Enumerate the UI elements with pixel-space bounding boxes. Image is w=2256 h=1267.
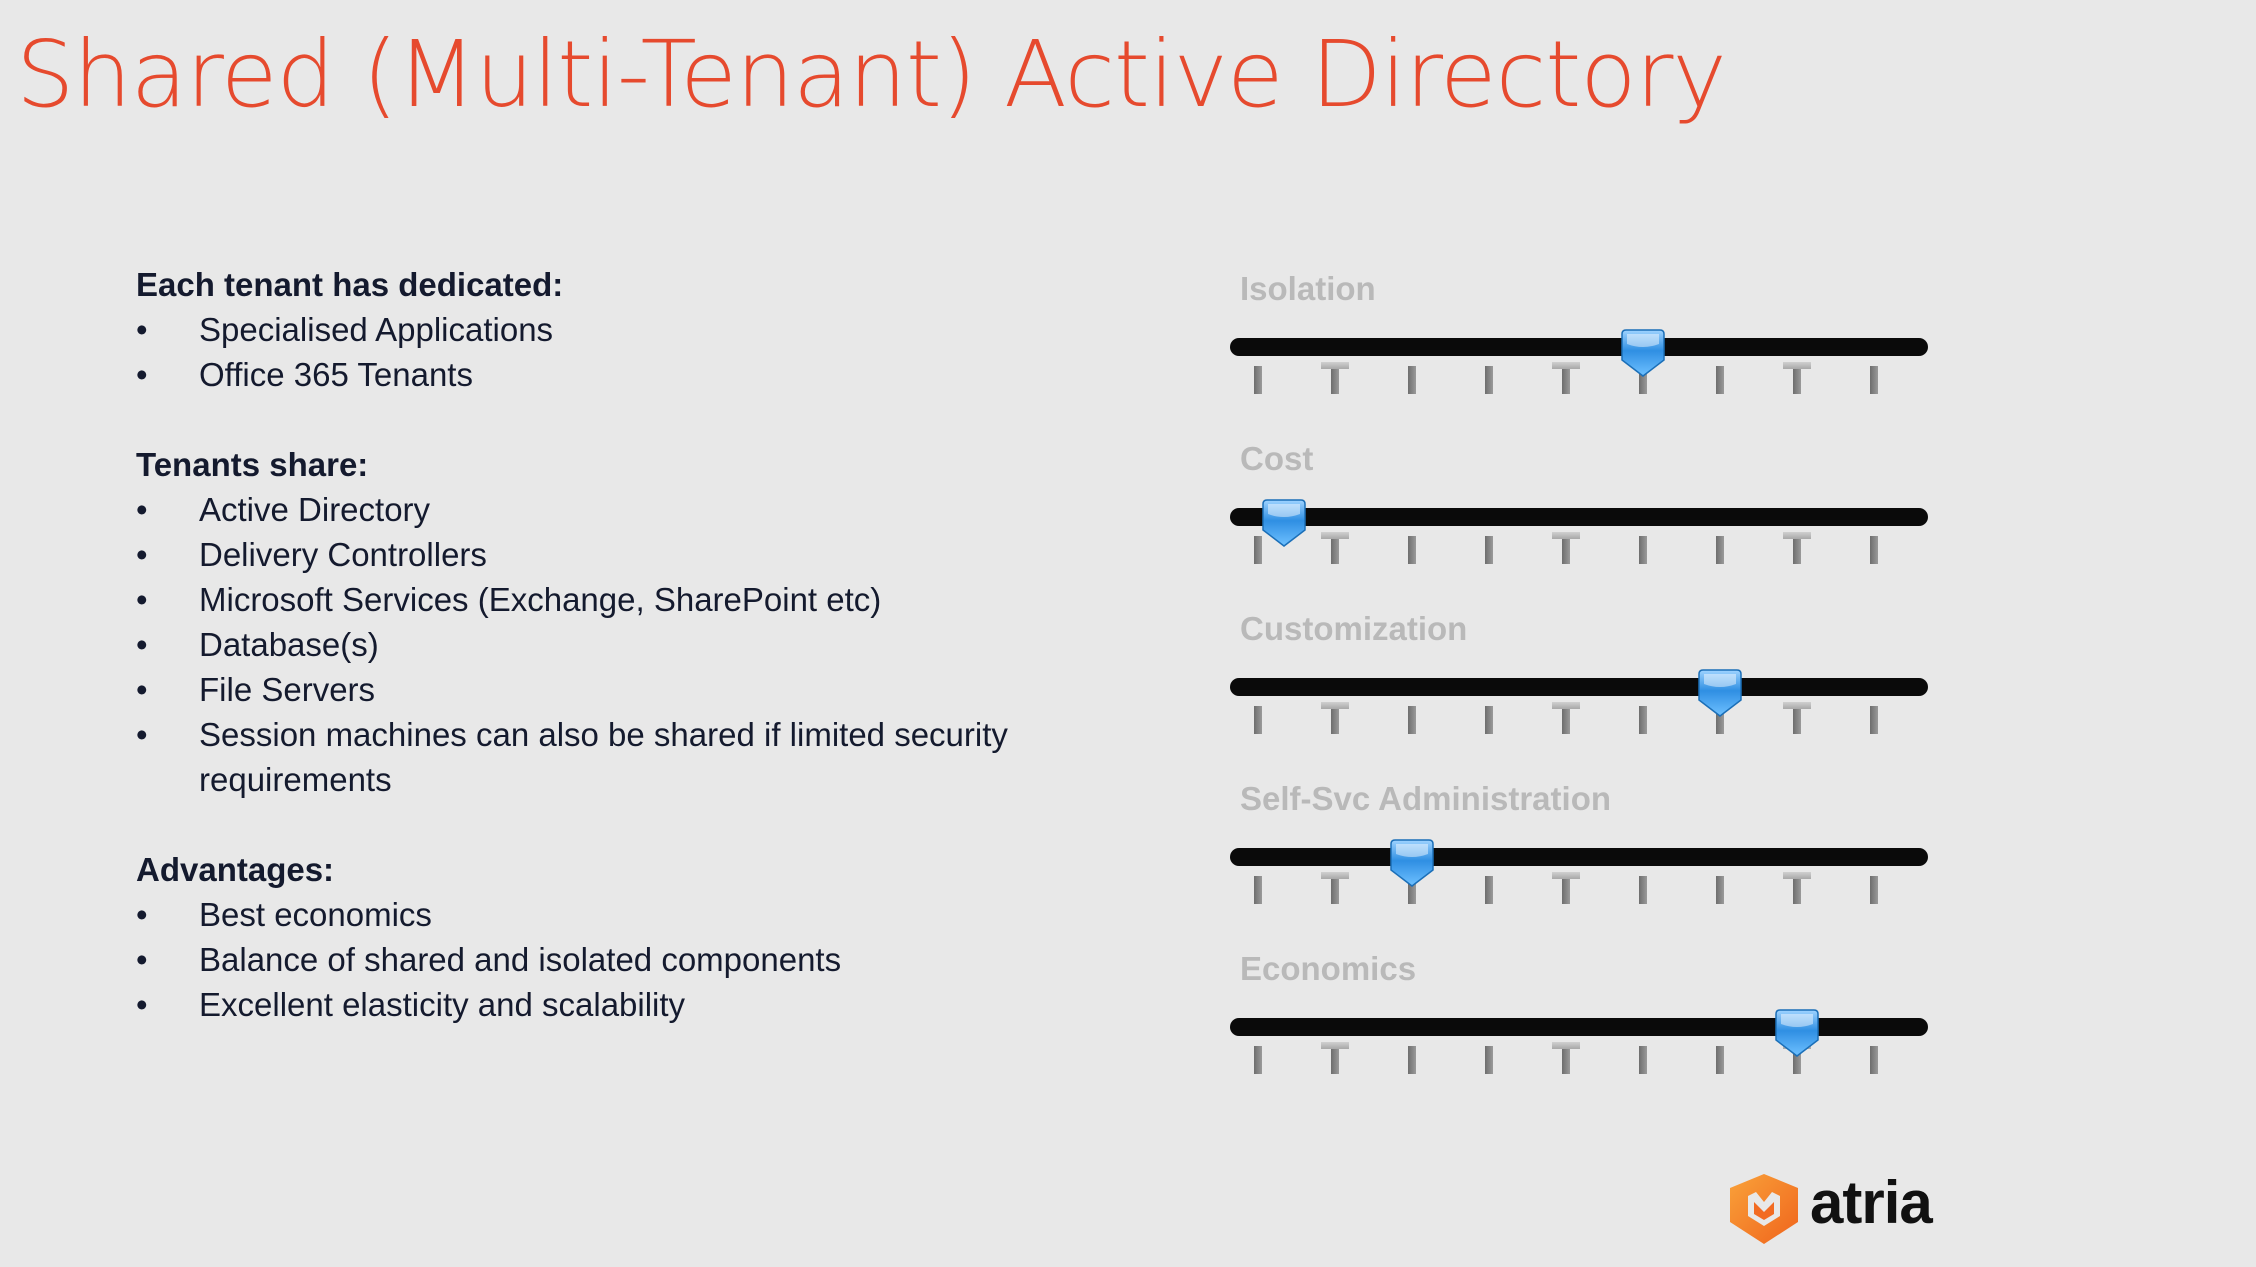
slider-tick	[1870, 876, 1878, 904]
list-item: File Servers	[136, 667, 1096, 712]
slider-tick	[1408, 1046, 1416, 1074]
slider-tick	[1408, 706, 1416, 734]
slider-tick	[1552, 532, 1580, 564]
slider-label: Isolation	[1240, 270, 1376, 307]
slider-tick	[1639, 536, 1647, 564]
atria-shield-icon	[1730, 1174, 1798, 1244]
slider-isolation: Isolation	[1230, 270, 1930, 440]
slider-thumb[interactable]	[1772, 1008, 1822, 1058]
bullet-list: Active Directory Delivery Controllers Mi…	[136, 487, 1096, 802]
list-item: Excellent elasticity and scalability	[136, 982, 1096, 1027]
slider-thumb[interactable]	[1259, 498, 1309, 548]
section-heading: Each tenant has dedicated:	[136, 266, 564, 303]
section-heading: Advantages:	[136, 851, 335, 888]
slider-track[interactable]	[1230, 508, 1928, 526]
slider-tick	[1485, 1046, 1493, 1074]
slider-tick	[1408, 876, 1416, 904]
slider-tick	[1783, 532, 1811, 564]
slider-thumb[interactable]	[1695, 668, 1745, 718]
slider-track[interactable]	[1230, 338, 1928, 356]
slider-tick	[1639, 1046, 1647, 1074]
slider-tick	[1254, 706, 1262, 734]
list-item: Office 365 Tenants	[136, 352, 1096, 397]
slider-label: Self-Svc Administration	[1240, 780, 1612, 817]
list-item: Session machines can also be shared if l…	[136, 712, 1096, 802]
slider-tick	[1870, 536, 1878, 564]
slider-label: Cost	[1240, 440, 1314, 477]
slider-track[interactable]	[1230, 678, 1928, 696]
slider-tick	[1485, 706, 1493, 734]
section-heading: Tenants share:	[136, 446, 369, 483]
logo-text: atria	[1810, 1169, 1933, 1236]
slider-tick	[1485, 536, 1493, 564]
list-item: Balance of shared and isolated component…	[136, 937, 1096, 982]
slider-self-svc-administration: Self-Svc Administration	[1230, 780, 1930, 950]
slider-thumb[interactable]	[1387, 838, 1437, 888]
slider-track[interactable]	[1230, 1018, 1928, 1036]
slider-tick	[1783, 872, 1811, 904]
slider-tick	[1552, 1042, 1580, 1074]
bullet-list: Specialised Applications Office 365 Tena…	[136, 307, 1096, 397]
slider-tick	[1639, 876, 1647, 904]
slider-economics: Economics	[1230, 950, 1930, 1120]
slider-tick	[1716, 876, 1724, 904]
atria-logo: atria	[1728, 1169, 1948, 1248]
slide-title: Shared (Multi-Tenant) Active Directory	[16, 21, 1727, 128]
list-item: Best economics	[136, 892, 1096, 937]
slider-tick	[1254, 536, 1262, 564]
section-advantages: Advantages: Best economics Balance of sh…	[136, 847, 1096, 1027]
slider-tick	[1321, 872, 1349, 904]
slider-tick	[1552, 362, 1580, 394]
slider-tick	[1783, 702, 1811, 734]
slider-tick	[1639, 366, 1647, 394]
slider-tick	[1716, 706, 1724, 734]
slider-tick	[1485, 366, 1493, 394]
slider-tick	[1408, 536, 1416, 564]
list-item: Specialised Applications	[136, 307, 1096, 352]
slider-tick	[1485, 876, 1493, 904]
section-dedicated: Each tenant has dedicated: Specialised A…	[136, 262, 1096, 397]
slider-label: Economics	[1240, 950, 1417, 987]
slider-tick	[1552, 702, 1580, 734]
list-item: Database(s)	[136, 622, 1096, 667]
slider-tick	[1870, 1046, 1878, 1074]
list-item: Active Directory	[136, 487, 1096, 532]
slider-tick	[1870, 706, 1878, 734]
slider-label: Customization	[1240, 610, 1468, 647]
slider-tick	[1639, 706, 1647, 734]
slider-tick	[1321, 532, 1349, 564]
slider-panel: Isolation Cost Customization Self-Svc Ad…	[1230, 270, 1930, 1120]
bullet-list: Best economics Balance of shared and iso…	[136, 892, 1096, 1027]
slider-tick	[1552, 872, 1580, 904]
slider-tick	[1254, 876, 1262, 904]
slider-cost: Cost	[1230, 440, 1930, 610]
slider-tick	[1408, 366, 1416, 394]
slider-tick	[1716, 1046, 1724, 1074]
section-share: Tenants share: Active Directory Delivery…	[136, 442, 1096, 802]
slider-tick	[1254, 366, 1262, 394]
slider-tick	[1716, 366, 1724, 394]
slider-tick	[1783, 362, 1811, 394]
content-list-area: Each tenant has dedicated: Specialised A…	[136, 262, 1096, 1072]
list-item: Delivery Controllers	[136, 532, 1096, 577]
list-item: Microsoft Services (Exchange, SharePoint…	[136, 577, 1096, 622]
slider-tick	[1321, 702, 1349, 734]
slider-customization: Customization	[1230, 610, 1930, 780]
slider-tick	[1716, 536, 1724, 564]
slider-tick	[1321, 1042, 1349, 1074]
slider-tick	[1254, 1046, 1262, 1074]
slider-tick	[1321, 362, 1349, 394]
slider-track[interactable]	[1230, 848, 1928, 866]
slider-thumb[interactable]	[1618, 328, 1668, 378]
slider-tick	[1870, 366, 1878, 394]
